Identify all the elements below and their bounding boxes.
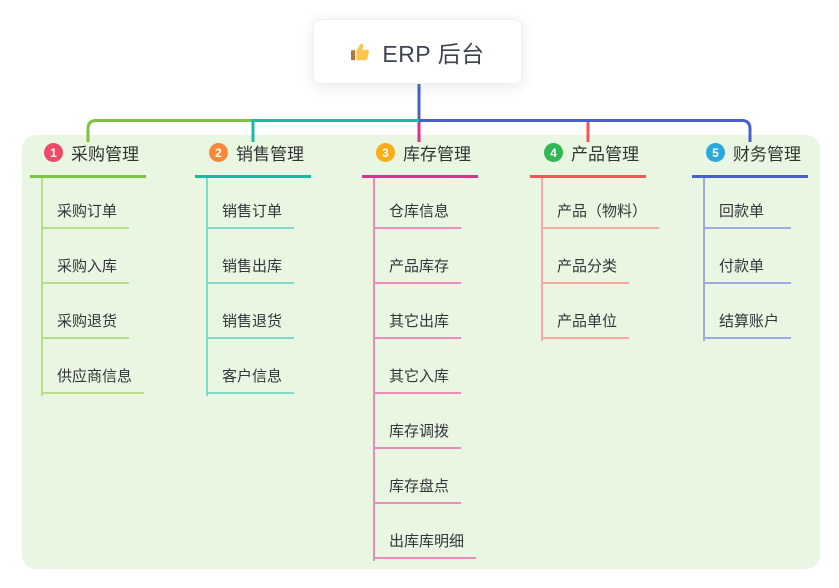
branch-node-label: 财务管理: [733, 145, 801, 164]
branch-node-2[interactable]: 2 销售管理: [195, 136, 311, 178]
branch-number-badge: 5: [706, 143, 725, 162]
thumbs-up-icon: [350, 41, 372, 63]
child-node[interactable]: 供应商信息: [41, 368, 145, 394]
child-node[interactable]: 采购订单: [41, 203, 130, 229]
branches-panel: [22, 135, 820, 569]
child-node[interactable]: 出库库明细: [373, 533, 477, 559]
branch-spine-line: [373, 178, 375, 561]
branch-node-5[interactable]: 5 财务管理: [692, 136, 808, 178]
child-node[interactable]: 库存盘点: [373, 478, 462, 504]
child-node[interactable]: 采购入库: [41, 258, 130, 284]
child-node[interactable]: 其它入库: [373, 368, 462, 394]
child-node[interactable]: 产品（物料）: [541, 203, 660, 229]
branch-spine-line: [206, 178, 208, 396]
branch-node-1[interactable]: 1 采购管理: [30, 136, 146, 178]
child-node[interactable]: 销售出库: [206, 258, 295, 284]
branch-spine-line: [41, 178, 43, 396]
branch-node-3[interactable]: 3 库存管理: [362, 136, 478, 178]
branch-spine-line: [703, 178, 705, 341]
child-node[interactable]: 采购退货: [41, 313, 130, 339]
child-node[interactable]: 产品单位: [541, 313, 630, 339]
child-node[interactable]: 客户信息: [206, 368, 295, 394]
child-node[interactable]: 产品分类: [541, 258, 630, 284]
child-node[interactable]: 库存调拨: [373, 423, 462, 449]
branch-node-label: 产品管理: [571, 145, 639, 164]
branch-number-badge: 4: [544, 143, 563, 162]
child-node[interactable]: 回款单: [703, 203, 791, 229]
branch-node-4[interactable]: 4 产品管理: [530, 136, 646, 178]
child-node[interactable]: 销售订单: [206, 203, 295, 229]
child-node[interactable]: 仓库信息: [373, 203, 462, 229]
branch-number-badge: 1: [44, 143, 63, 162]
branch-node-label: 销售管理: [236, 145, 304, 164]
root-node[interactable]: ERP 后台: [313, 19, 522, 84]
child-node[interactable]: 其它出库: [373, 313, 462, 339]
child-node[interactable]: 付款单: [703, 258, 791, 284]
branch-number-badge: 2: [209, 143, 228, 162]
branch-number-badge: 3: [376, 143, 395, 162]
child-node[interactable]: 产品库存: [373, 258, 462, 284]
child-node[interactable]: 结算账户: [703, 313, 792, 339]
child-node[interactable]: 销售退货: [206, 313, 295, 339]
root-node-label: ERP 后台: [382, 40, 485, 67]
branch-node-label: 库存管理: [403, 145, 471, 164]
branch-spine-line: [541, 178, 543, 341]
branch-node-label: 采购管理: [71, 145, 139, 164]
